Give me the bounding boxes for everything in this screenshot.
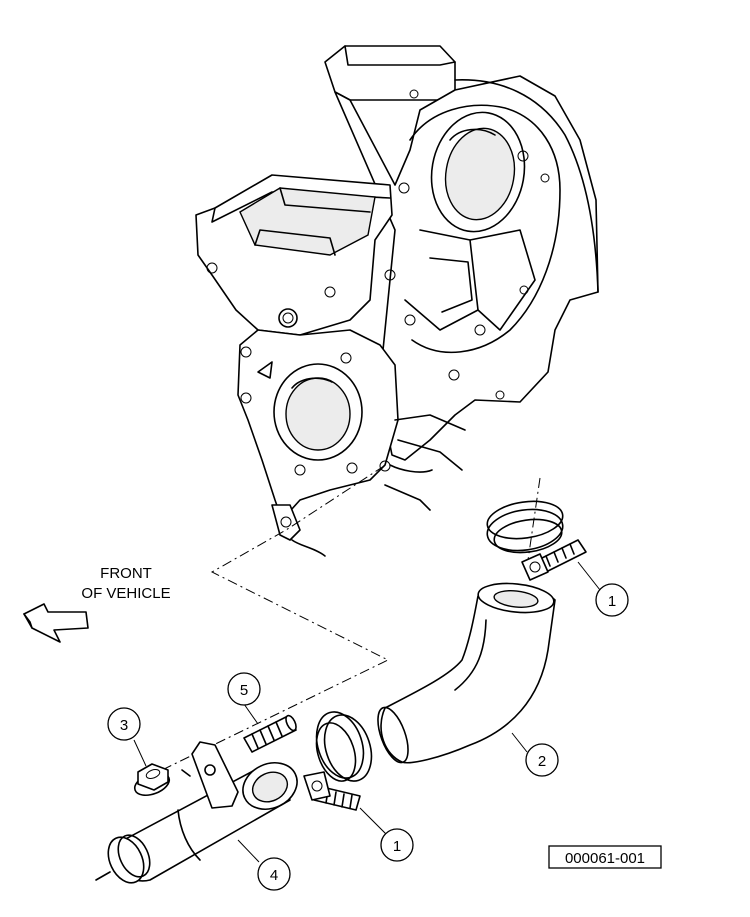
figure-code: 000061-001 [565,850,645,867]
callout-water-pipe: 4 [257,857,291,891]
front-label-line1: FRONT [100,565,152,582]
callout-number: 1 [608,593,616,610]
callout-stud: 5 [227,672,261,706]
leader-lines [133,561,601,863]
engine-housing [195,45,599,557]
front-label-line2: OF VEHICLE [81,585,170,602]
callout-number: 1 [393,838,401,855]
callout-clamp-bottom: 1 [380,828,414,862]
callout-number: 2 [538,753,546,770]
stud [243,714,297,753]
callout-hose: 2 [525,743,559,777]
callout-number: 3 [120,717,128,734]
hose-clamp-bottom [303,711,373,811]
callout-nut: 3 [107,707,141,741]
hose-clamp-top [486,500,587,581]
callout-number: 4 [270,867,278,884]
coolant-hose [377,582,556,764]
figure-code-box: 000061-001 [548,845,662,869]
flange-nut [133,763,191,797]
water-pipe [95,741,298,884]
front-direction-arrow-icon [23,603,89,643]
callout-clamp-top: 1 [595,583,629,617]
callout-number: 5 [240,682,248,699]
